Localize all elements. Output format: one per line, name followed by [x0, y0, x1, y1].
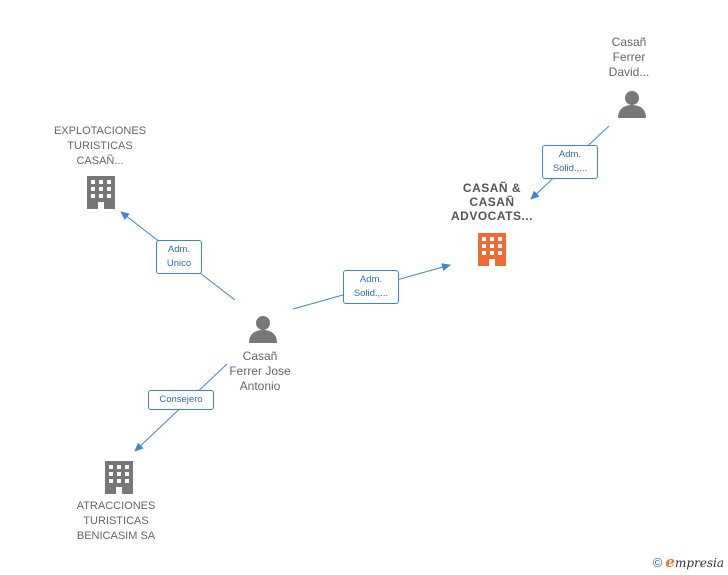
edge-label-adm-solid-david[interactable]: Adm. Solid.,... [542, 145, 598, 179]
node-label-casan-advocats[interactable]: CASAÑ & CASAÑ ADVOCATS... [451, 181, 533, 223]
building-icon[interactable] [86, 175, 116, 209]
empresia-logo[interactable]: empresia [665, 553, 724, 571]
node-label-atracciones[interactable]: ATRACCIONES TURISTICAS BENICASIM SA [76, 500, 156, 542]
node-label-casan-david[interactable]: Casañ Ferrer David... [608, 35, 650, 79]
node-label-explotaciones[interactable]: EXPLOTACIONES TURISTICAS CASAÑ... [53, 125, 147, 167]
edge-label-adm-unico[interactable]: Adm. Unico [156, 240, 202, 274]
footer-brand: © empresia [653, 553, 724, 571]
person-icon[interactable] [617, 90, 647, 118]
person-icon[interactable] [248, 315, 278, 343]
building-icon[interactable] [104, 460, 134, 494]
node-label-casan-jose[interactable]: Casañ Ferrer Jose Antonio [229, 349, 291, 393]
building-icon[interactable] [477, 232, 507, 266]
edge-label-adm-solid[interactable]: Adm. Solid.,... [343, 270, 399, 304]
copyright-icon: © [652, 554, 663, 570]
edge-label-consejero[interactable]: Consejero [148, 390, 214, 410]
